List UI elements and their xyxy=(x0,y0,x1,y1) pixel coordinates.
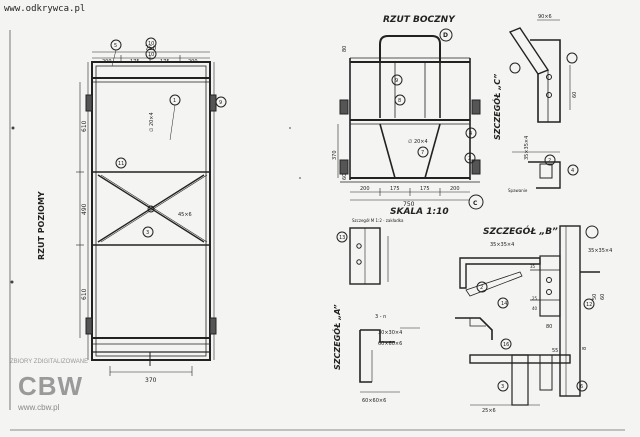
detail-c-label-6: 4 xyxy=(571,168,574,174)
plan-profile-2: 45×6 xyxy=(178,212,192,218)
library-logo: CBW xyxy=(18,371,84,401)
side-dim-3: 175 xyxy=(420,186,430,192)
detail-b-label-5: 50 xyxy=(592,294,598,300)
library-arc-text: ZBIORY ZDIGITALIZOWANE xyxy=(10,359,89,365)
plan-width-total: 750 xyxy=(145,45,157,52)
detail-b-title: SZCZEGÓŁ „B” xyxy=(483,225,558,237)
detail-c-label-5: 2 xyxy=(548,158,551,164)
detail-b-label-7: 40 xyxy=(532,306,538,311)
detail-c-label-1: 90×6 xyxy=(538,14,552,20)
detail-a xyxy=(336,227,420,393)
bottom-label-4: 25×6 xyxy=(482,408,496,414)
library-watermark: ZBIORY ZDIGITALIZOWANE CBW www.cbw.pl xyxy=(10,359,105,425)
plan-balloon-3: 10 xyxy=(148,52,154,58)
detail-b-label-11: 2 xyxy=(480,285,483,291)
side-balloon-d: D xyxy=(443,32,448,39)
detail-b-label-12: 12 xyxy=(586,302,592,308)
detail-a-label-1: Szczegół M 1:2 · zakładka xyxy=(352,218,404,223)
plan-balloon-4: 1 xyxy=(173,98,176,104)
side-dim-b: 60 xyxy=(342,174,348,180)
side-balloon-2: 2 xyxy=(468,156,471,162)
side-dim-1: 200 xyxy=(360,186,370,192)
plan-balloon-1: 5 xyxy=(114,43,117,49)
side-view xyxy=(337,28,484,210)
detail-b-label-9: 8 xyxy=(582,347,588,350)
plan-view xyxy=(76,37,227,376)
plan-balloon-2: 10 xyxy=(148,41,154,47)
plan-dim-1: 200 xyxy=(102,59,112,65)
detail-b-label-1: 35×35×4 xyxy=(490,242,514,248)
scale-label: SKALA 1:10 xyxy=(390,207,449,217)
detail-a-label-5: 60×60×6 xyxy=(362,398,386,404)
detail-c-label-3: 35×35×4 xyxy=(524,136,530,160)
detail-b-label-8: 80 xyxy=(546,324,552,330)
side-balloon-9: 9 xyxy=(395,78,398,84)
watermark-url: www.odkrywca.pl xyxy=(4,4,86,14)
plan-height-top: 610 xyxy=(81,120,88,132)
side-dim-c: 370 xyxy=(332,150,338,160)
side-balloon-8: 8 xyxy=(398,98,401,104)
detail-c xyxy=(508,19,579,189)
plan-profile-1: ∅ 20×4 xyxy=(149,112,155,132)
plan-balloon-7: 3 xyxy=(146,230,149,236)
plan-height-mid: 490 xyxy=(81,203,88,215)
detail-c-label-4: Spawanie xyxy=(508,188,528,193)
detail-a-label-4: 60×60×6 xyxy=(378,341,402,347)
plan-height-bottom: 610 xyxy=(81,288,88,300)
detail-a-label-2: 3 - n xyxy=(375,314,386,320)
bottom-label-5: 55 xyxy=(552,348,558,354)
detail-c-title: SZCZEGÓŁ „C” xyxy=(491,74,502,140)
detail-b xyxy=(455,225,600,406)
plan-view-title: RZUT POZIOMY xyxy=(37,191,46,260)
bottom-label-3: 6 xyxy=(580,384,583,390)
detail-a-label-3: 30×30×4 xyxy=(378,330,402,336)
side-balloon-7: 7 xyxy=(421,150,424,156)
detail-b-label-2: 35×35×4 xyxy=(588,248,612,254)
side-dim-4: 200 xyxy=(450,186,460,192)
side-profile: ∅ 20×4 xyxy=(408,139,428,145)
plan-bottom-dim: 370 xyxy=(145,377,157,384)
side-view-title: RZUT BOCZNY xyxy=(383,15,456,25)
side-balloon-4: 4 xyxy=(469,131,472,137)
plan-balloon-6: 11 xyxy=(118,161,124,167)
side-balloon-c: C xyxy=(473,200,478,207)
detail-b-label-10: 14 xyxy=(501,301,507,307)
plan-balloon-5: 9 xyxy=(219,100,222,106)
plan-dim-3: 175 xyxy=(160,59,170,65)
side-dim-2: 175 xyxy=(390,186,400,192)
detail-b-label-6: 25 xyxy=(532,296,538,301)
detail-a-title: SZCZEGÓŁ „A” xyxy=(331,304,342,370)
bottom-label-1: 16 xyxy=(503,342,509,348)
library-site: www.cbw.pl xyxy=(18,403,60,412)
side-width-total: 750 xyxy=(403,201,415,208)
detail-b-label-4: 60 xyxy=(600,294,606,300)
detail-c-label-2: 60 xyxy=(572,92,578,98)
plan-dim-2: 175 xyxy=(130,59,140,65)
detail-b-label-3: 35 xyxy=(530,264,536,269)
bottom-label-2: 3 xyxy=(501,384,504,390)
side-dim-a: 80 xyxy=(342,46,348,52)
plan-dim-4: 200 xyxy=(188,59,198,65)
detail-a-label-6: 13 xyxy=(339,235,345,241)
